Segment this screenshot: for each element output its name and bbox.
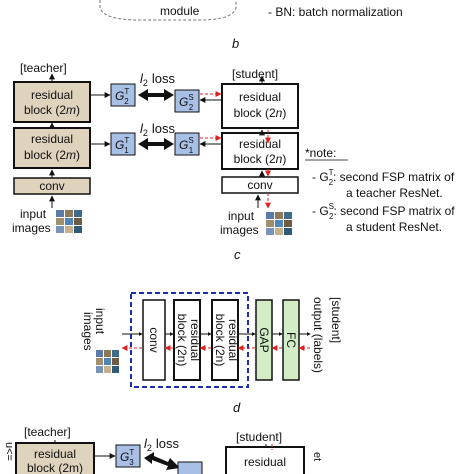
loss-double-arrow-upper (138, 89, 174, 101)
d-conv-label: conv (147, 327, 161, 352)
d-residual-block-2 (211, 299, 239, 381)
teacher-block2-line2: block (2m) (24, 103, 80, 117)
e-student-block-line1: residual (244, 455, 286, 469)
student-label: [student] (232, 67, 278, 81)
student-block2-line1: residual (239, 90, 281, 104)
teacher-block1-line1: residual (31, 132, 73, 146)
g2-teacher-box (110, 83, 136, 107)
panel-e: u<= [teacher] [student] residual block (… (3, 425, 323, 474)
e-left-edge-text: u<= (3, 442, 15, 461)
student-conv (221, 176, 299, 194)
d-gap-label: GAP (257, 327, 271, 352)
e-student-residual-block (225, 446, 305, 474)
panel-b: module - BN: batch normalization b (99, 0, 403, 51)
d-block1-line2: block (2n) (175, 314, 189, 367)
note-title: *note: (305, 146, 336, 160)
e-g3-teacher-box (115, 444, 141, 468)
student-block1-line2: block (2n) (234, 152, 287, 166)
student-input-thumbnails (266, 212, 292, 235)
d-student-label: [student] (329, 297, 343, 343)
student-residual-block-1 (221, 132, 299, 170)
e-loss-double-arrow (144, 452, 180, 470)
e-g3-student-box (177, 461, 203, 474)
d-fc (282, 299, 300, 381)
d-gap (255, 299, 273, 381)
d-residual-block-1 (173, 299, 201, 381)
d-student-module-frame (130, 292, 249, 388)
note1-line2: a teacher ResNet. (346, 186, 443, 200)
teacher-block1-line2: block (2m) (24, 148, 80, 162)
e-teacher-block-line2: block (2m) (27, 461, 83, 474)
teacher-input-line2: images (12, 221, 51, 235)
d-output-label: output (labels) (311, 297, 325, 373)
module-ellipse (99, 0, 237, 21)
e-teacher-block-line1: residual (34, 447, 76, 461)
panel-c: [teacher] [student] residual block (2m) … (12, 61, 455, 262)
d-input-thumbnails (96, 350, 119, 373)
student-input-line1: input (228, 209, 255, 223)
student-conv-label: conv (247, 178, 272, 192)
d-block1-line1: residual (188, 319, 202, 361)
bn-legend: - BN: batch normalization (268, 5, 403, 19)
student-block1-line1: residual (239, 137, 281, 151)
d-conv (142, 299, 166, 381)
e-teacher-label: [teacher] (24, 425, 71, 439)
teacher-input-line1: input (20, 207, 47, 221)
d-block2-line1: residual (226, 319, 240, 361)
panel-d: input images conv residual block (2n) re… (81, 292, 343, 415)
g1-student-box (174, 132, 200, 156)
d-fc-label: FC (284, 332, 298, 348)
loss-double-arrow-lower (138, 138, 174, 150)
teacher-label: [teacher] (20, 61, 67, 75)
e-student-label: [student] (236, 430, 282, 444)
e-right-edge-text: et (311, 452, 323, 461)
student-input-line2: images (220, 223, 259, 237)
caption-b: b (232, 36, 239, 51)
d-input-line1: input (93, 308, 107, 335)
teacher-block2-line1: residual (31, 88, 73, 102)
d-block2-line2: block (2n) (213, 314, 227, 367)
teacher-conv-label: conv (39, 179, 64, 193)
g1-teacher-box (110, 132, 136, 156)
student-residual-block-2 (221, 83, 299, 129)
teacher-residual-block-1 (13, 127, 91, 169)
module-label: module (160, 4, 200, 18)
d-input-line2: images (81, 312, 95, 351)
student-block2-line2: block (2n) (234, 106, 287, 120)
g2-student-box (174, 89, 200, 113)
caption-c: c (234, 247, 241, 262)
caption-d: d (233, 400, 241, 415)
teacher-input-thumbnails (56, 210, 82, 233)
note2-line2: a student ResNet. (346, 220, 442, 234)
